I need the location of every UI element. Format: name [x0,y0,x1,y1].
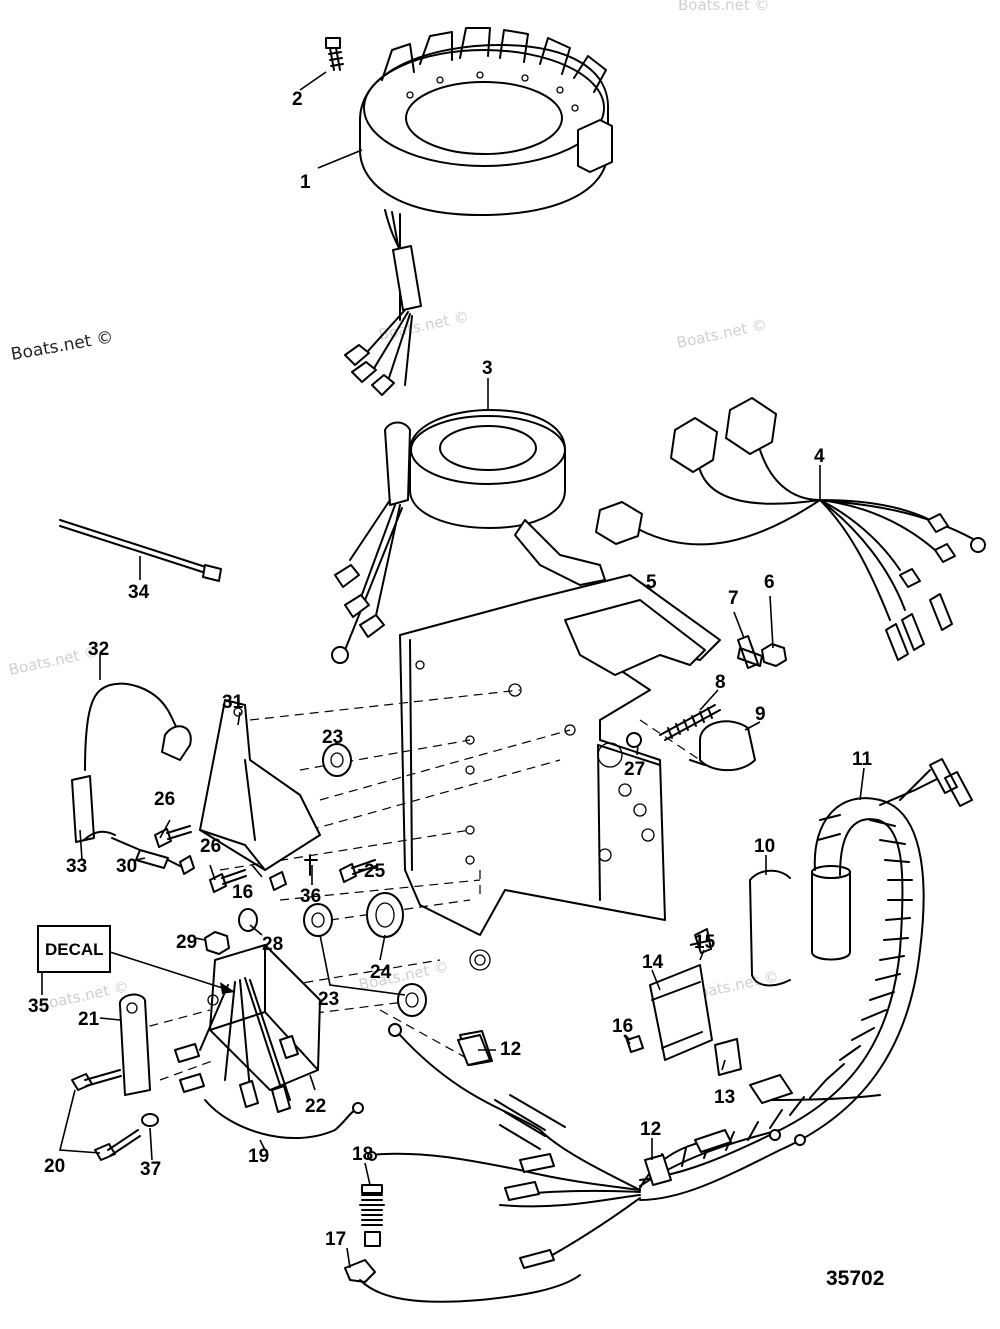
switchbox-22 [174,944,321,1113]
callout-5: 5 [646,572,657,593]
clip-7 [737,635,763,669]
connector-12b [644,1154,672,1186]
callout-23-upper: 23 [322,727,343,748]
relay-14 [649,964,713,1061]
callout-18: 18 [352,1144,373,1165]
callout-12-lower: 12 [640,1119,661,1140]
callout-4: 4 [814,446,825,467]
callout-6: 6 [764,572,775,593]
pin-15 [689,928,712,954]
screw-part [325,37,344,71]
callout-26-lower: 26 [200,836,221,857]
fuse-13 [714,1038,742,1076]
nut-6 [761,643,787,667]
ignition-parts [59,519,321,875]
callout-19: 19 [248,1146,269,1167]
callout-33: 33 [66,856,87,877]
callout-numbers: 2 1 3 4 5 6 7 8 9 10 11 12 12 13 14 15 1… [28,89,873,1250]
callout-32: 32 [88,639,109,660]
trigger-part [331,409,606,664]
screw-16b [626,1035,644,1053]
decal-arrow-head [220,982,235,994]
callout-9: 9 [755,704,766,725]
callout-24: 24 [370,962,392,983]
callout-11: 11 [852,749,873,770]
figure-number: 35702 [826,1267,884,1290]
bolts-parts [71,993,159,1161]
callout-3: 3 [482,358,493,379]
decal-box [37,925,111,973]
callout-29: 29 [176,932,197,953]
callout-27: 27 [624,759,645,780]
lower-harness-wires [367,1023,881,1269]
callout-1: 1 [300,172,311,193]
callout-21: 21 [78,1009,100,1030]
stator-part [344,27,613,396]
connector-9 [699,720,756,772]
callout-30: 30 [116,856,137,877]
callout-34: 34 [128,582,150,603]
callout-22: 22 [305,1096,326,1117]
callout-10: 10 [754,836,775,857]
callout-25: 25 [364,861,386,882]
callout-28: 28 [262,934,283,955]
callout-14: 14 [642,952,664,973]
decal-label: DECAL [45,940,104,959]
callout-16-lower: 16 [612,1016,633,1037]
leader-lines [41,71,865,1269]
ground-wire-19 [204,1099,359,1139]
callout-7: 7 [728,588,739,609]
clamp-10 [749,869,791,987]
spring-8 [659,704,721,741]
watermark-brand: Boats.net © [9,327,115,365]
watermark-left: Boats.net © [7,642,100,679]
callout-2: 2 [292,89,303,110]
decal-callout: DECAL [37,925,236,994]
callout-37: 37 [140,1159,161,1180]
callout-23-lower: 23 [318,989,339,1010]
callout-35: 35 [28,996,50,1017]
callout-17: 17 [325,1229,346,1250]
watermark-mid-right: Boats.net © [675,315,768,352]
ground-wire-terminal [352,1102,364,1114]
callout-8: 8 [715,672,726,693]
relay-parts [626,928,742,1076]
screw-parts [154,825,377,893]
callout-12-upper: 12 [500,1039,521,1060]
callout-36: 36 [300,886,321,907]
callout-20: 20 [44,1156,65,1177]
callout-26-upper: 26 [154,789,175,810]
small-hardware-parts [626,635,787,772]
callout-31: 31 [222,692,244,713]
callout-13: 13 [714,1087,735,1108]
callout-16-upper: 16 [232,882,253,903]
bracket-plate-part [399,574,721,971]
callout-15: 15 [694,932,716,953]
watermark-top-right: Boats.net © [678,0,770,14]
harness-part [595,397,986,661]
switch-parts [344,1184,581,1303]
connector-12a [457,1034,491,1066]
